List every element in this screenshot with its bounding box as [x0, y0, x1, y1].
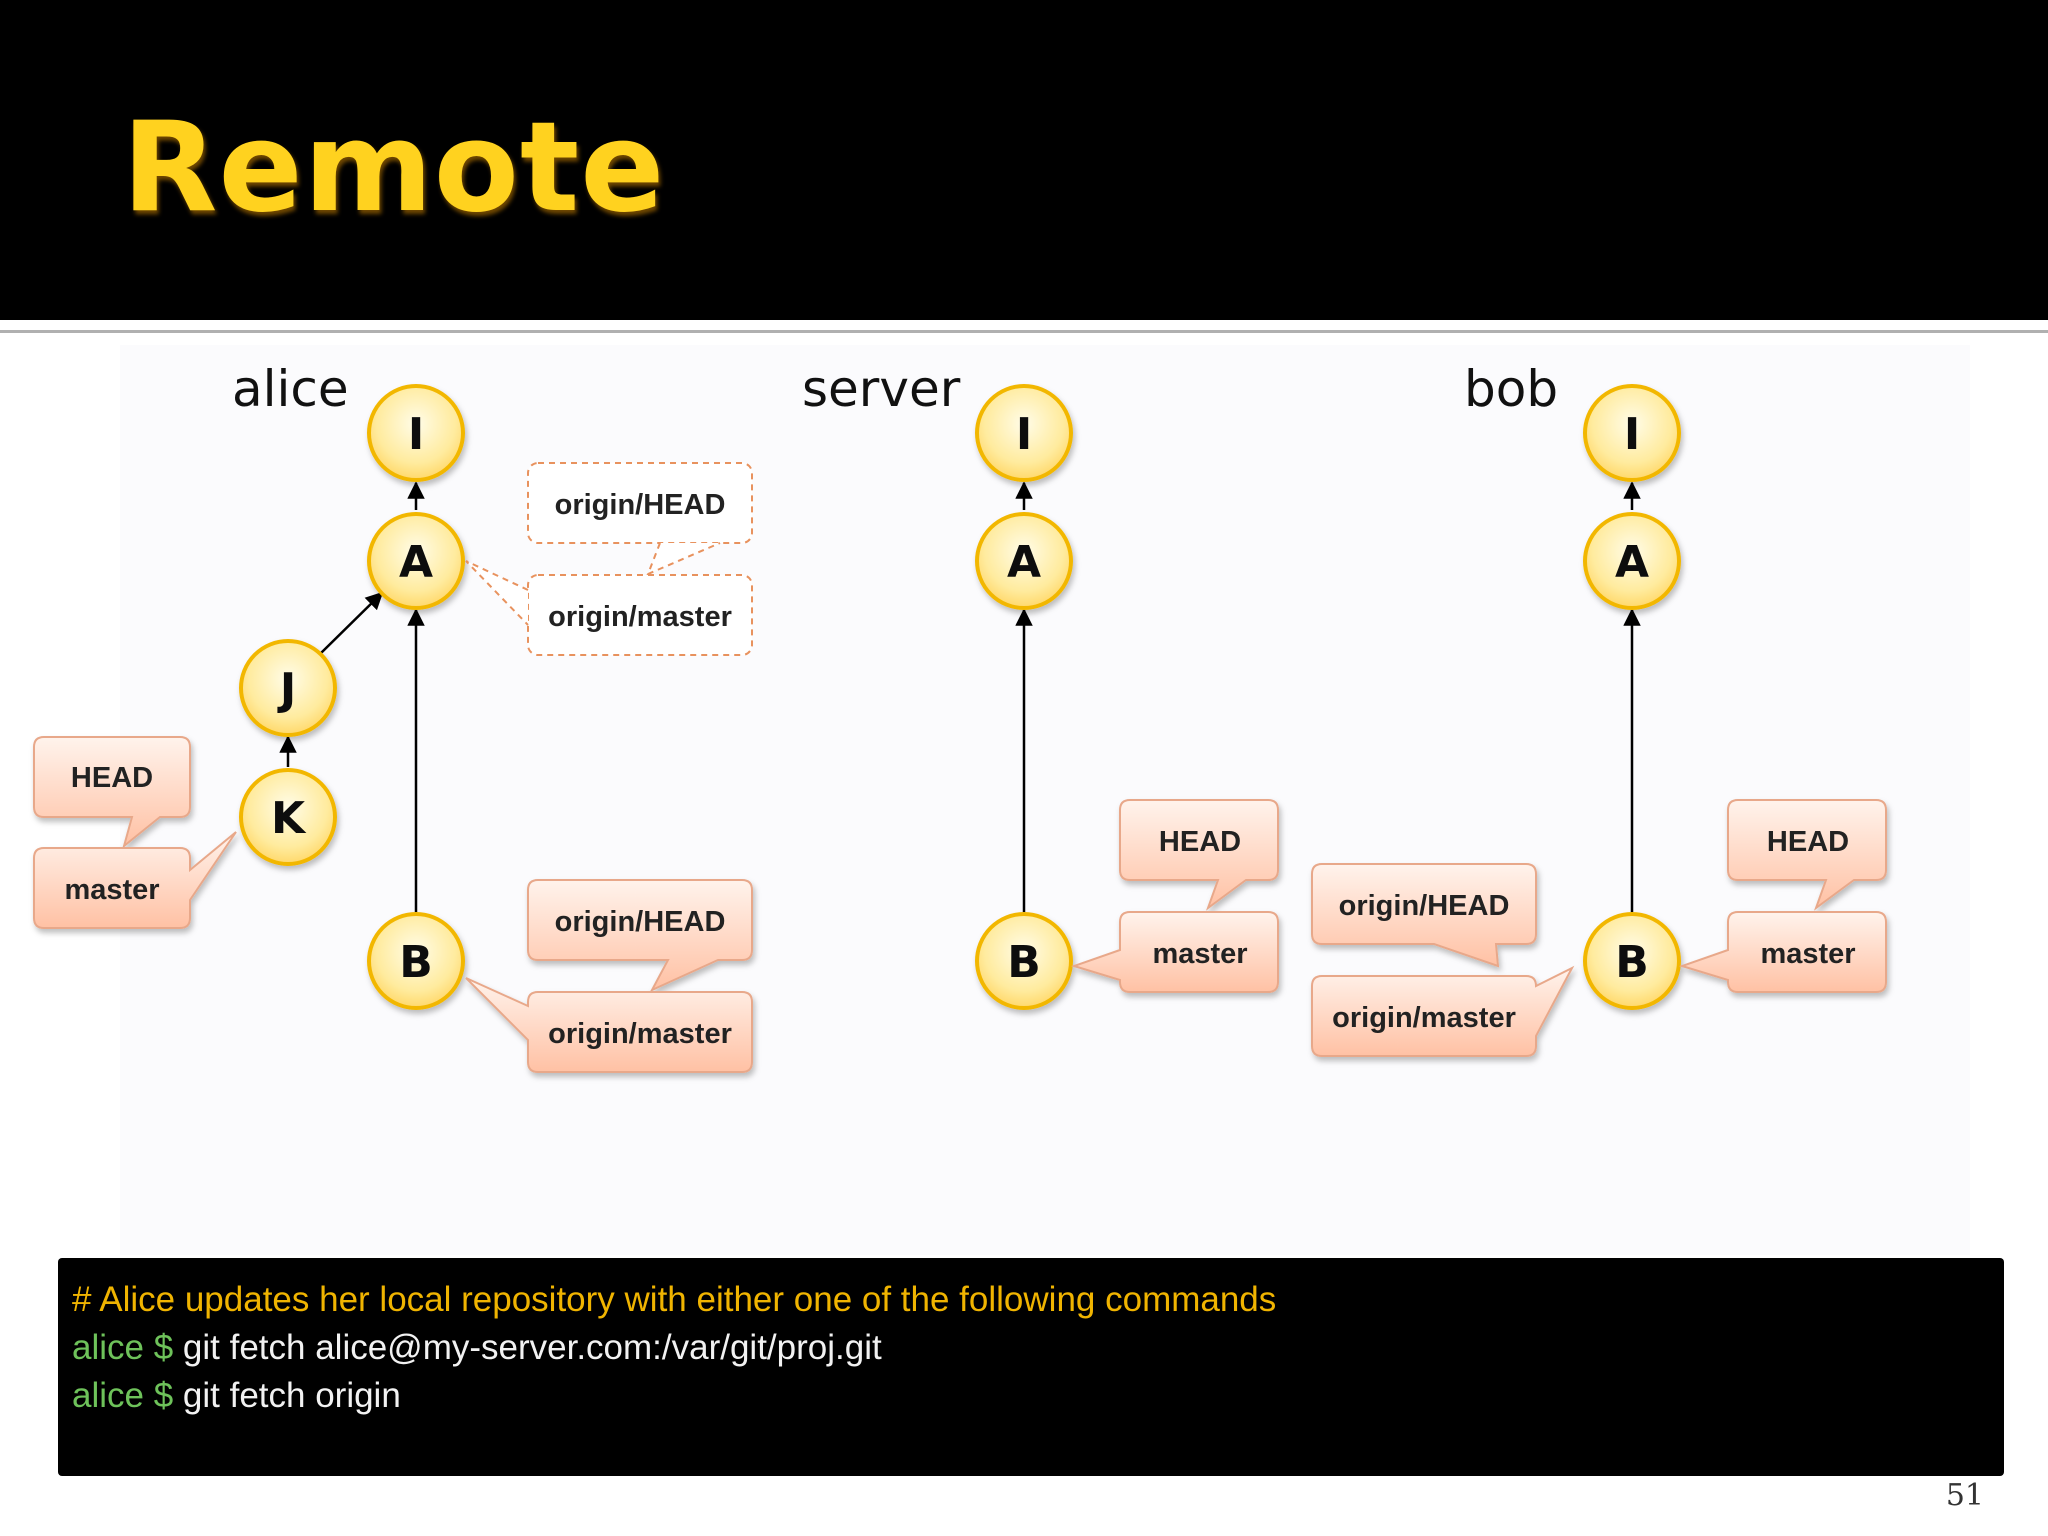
svg-text:origin/master: origin/master [1332, 1002, 1516, 1034]
commit-node-k: K [239, 768, 337, 866]
ref-master: master [33, 831, 237, 929]
svg-text:A: A [399, 537, 433, 588]
commit-node-i: I [367, 384, 465, 482]
ref-origin-master-dashed: origin/master [465, 560, 753, 656]
svg-text:I: I [1016, 409, 1032, 460]
terminal-box: # Alice updates her local repository wit… [58, 1258, 2004, 1476]
svg-text:A: A [1615, 537, 1649, 588]
terminal-comment: # Alice updates her local repository wit… [72, 1280, 1277, 1319]
svg-text:origin/HEAD: origin/HEAD [555, 489, 726, 521]
svg-text:I: I [408, 409, 424, 460]
commit-node-j: J [239, 639, 337, 737]
svg-text:origin/master: origin/master [548, 1018, 732, 1050]
svg-text:A: A [1007, 537, 1041, 588]
svg-text:J: J [277, 664, 296, 715]
svg-text:master: master [1760, 938, 1855, 970]
server-ref-master: master [1070, 911, 1279, 993]
page-number: 51 [1945, 1478, 1984, 1513]
terminal-line-2: alice $ git fetch origin [72, 1372, 1990, 1420]
svg-text:B: B [399, 937, 433, 988]
slide-title: Remote [122, 96, 666, 240]
terminal-prompt: alice $ [72, 1328, 174, 1367]
bob-ref-head: HEAD [1727, 799, 1887, 911]
title-divider [0, 330, 2048, 333]
svg-text:I: I [1624, 409, 1640, 460]
bob-commit-node-b: B [1583, 912, 1681, 1010]
server-commit-node-i: I [975, 384, 1073, 482]
svg-text:HEAD: HEAD [1767, 826, 1849, 858]
repo-label-server: server [802, 360, 961, 418]
commit-node-a: A [367, 512, 465, 610]
svg-text:HEAD: HEAD [1159, 826, 1241, 858]
ref-origin-head: origin/HEAD [527, 879, 753, 993]
svg-text:B: B [1007, 937, 1041, 988]
server-commit-node-a: A [975, 512, 1073, 610]
bob-ref-origin-head: origin/HEAD [1311, 863, 1537, 968]
terminal-prompt: alice $ [72, 1376, 174, 1415]
ref-head: HEAD [33, 736, 191, 849]
server-commit-node-b: B [975, 912, 1073, 1010]
bob-ref-origin-master: origin/master [1311, 965, 1575, 1057]
svg-text:master: master [64, 874, 159, 906]
terminal-command: git fetch alice@my-server.com:/var/git/p… [182, 1328, 882, 1367]
repo-label-bob: bob [1464, 360, 1558, 418]
edge-j-to-a [319, 591, 384, 655]
svg-text:master: master [1152, 938, 1247, 970]
bob-commit-node-i: I [1583, 384, 1681, 482]
diagram-background [120, 345, 1970, 1255]
svg-text:K: K [271, 793, 307, 844]
svg-text:HEAD: HEAD [71, 762, 153, 794]
repo-label-alice: alice [232, 360, 349, 418]
svg-text:B: B [1615, 937, 1649, 988]
server-ref-head: HEAD [1119, 799, 1279, 911]
title-bar [0, 0, 2048, 320]
bob-commit-node-a: A [1583, 512, 1681, 610]
ref-origin-head-dashed: origin/HEAD [527, 462, 753, 576]
svg-text:origin/HEAD: origin/HEAD [1339, 890, 1510, 922]
svg-text:origin/master: origin/master [548, 601, 732, 633]
ref-origin-master: origin/master [465, 977, 753, 1073]
commit-node-b: B [367, 912, 465, 1010]
svg-text:origin/HEAD: origin/HEAD [555, 906, 726, 938]
terminal-line-1: alice $ git fetch alice@my-server.com:/v… [72, 1324, 1990, 1372]
bob-ref-master: master [1678, 911, 1887, 993]
terminal-command: git fetch origin [182, 1376, 401, 1415]
